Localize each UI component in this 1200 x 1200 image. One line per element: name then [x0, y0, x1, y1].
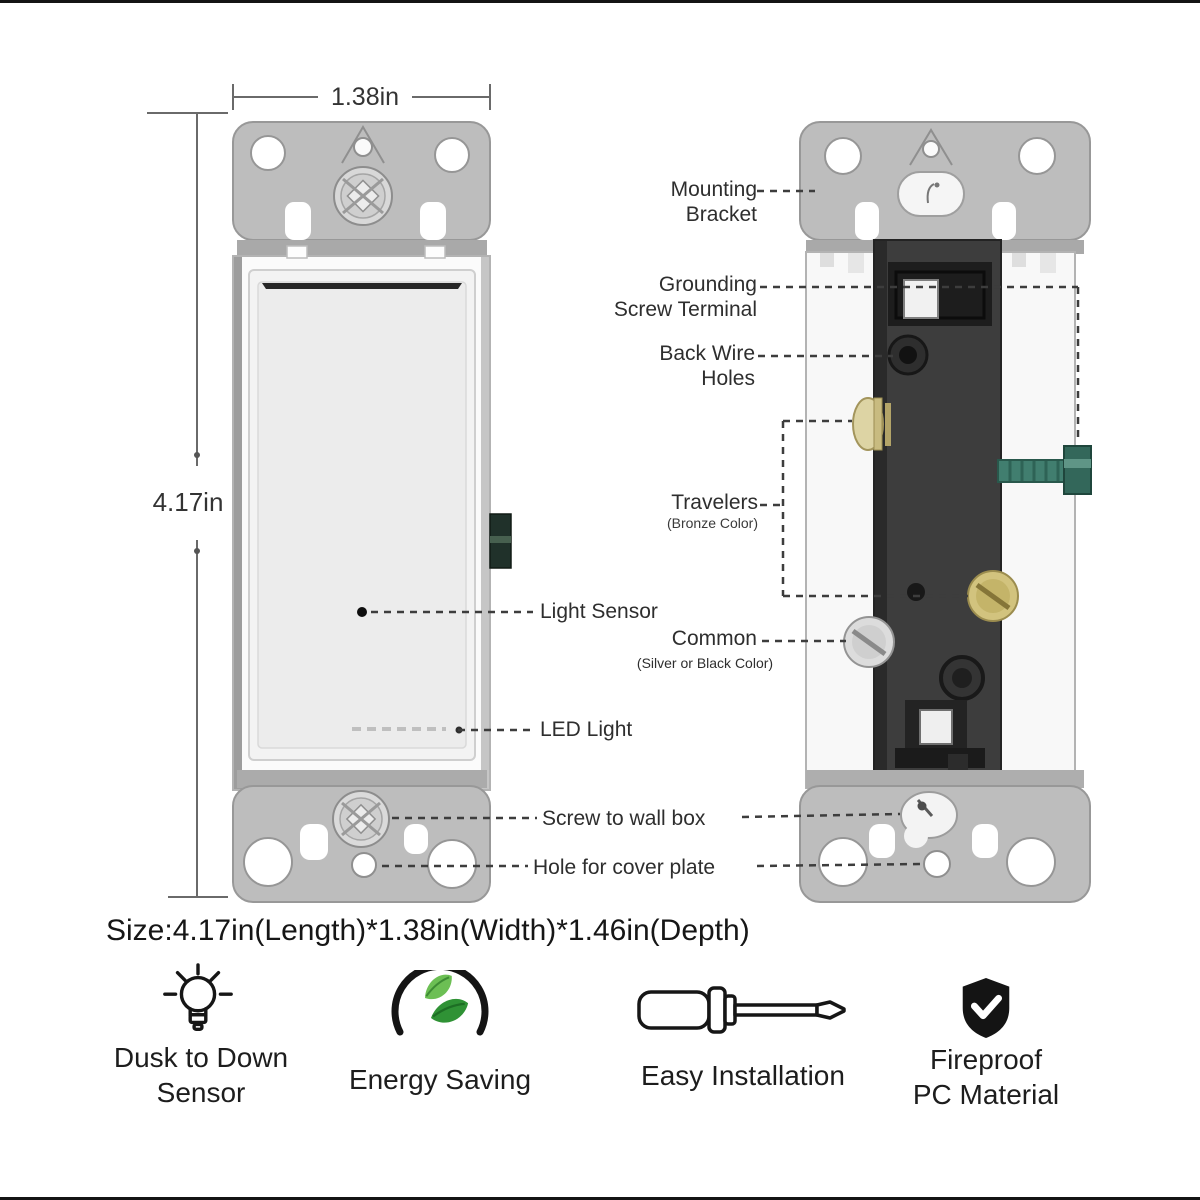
- screw-wall-box-line: [741, 812, 901, 819]
- mounting-screw: [333, 166, 393, 226]
- back-wire-hole: [887, 334, 929, 376]
- callout-mounting-bracket: Mounting Bracket: [670, 178, 757, 226]
- top-border: [0, 0, 1200, 3]
- bracket-slot: [897, 171, 965, 217]
- mount-hole: [250, 135, 286, 171]
- rocker-paddle: [257, 281, 467, 749]
- mount-hole: [1006, 837, 1056, 887]
- switch-mechanism-body: [873, 239, 1002, 789]
- callout-travelers: Travelers (Bronze Color): [666, 491, 758, 531]
- mount-hole: [434, 137, 470, 173]
- bulb-icon: [163, 963, 233, 1031]
- mount-hole: [1018, 137, 1056, 175]
- wall-box-screw: [332, 790, 390, 848]
- screwdriver-icon: [637, 986, 846, 1034]
- front-switch: [232, 121, 512, 903]
- mount-hole: [243, 837, 293, 887]
- height-dimension-line: [147, 112, 228, 898]
- traveler-screw-bottom: [967, 570, 1019, 622]
- cover-plate-hole: [923, 850, 951, 878]
- callout-led-light: LED Light: [540, 718, 633, 741]
- mount-hole: [427, 839, 477, 889]
- shield-check-icon: [962, 977, 1010, 1039]
- height-dimension-label: 4.17in: [146, 487, 230, 518]
- callout-back-wire-holes: Back Wire Holes: [659, 342, 755, 390]
- mount-hole: [824, 137, 862, 175]
- back-switch: [799, 121, 1092, 903]
- common-screw: [843, 616, 895, 668]
- callout-common: Common: [671, 627, 757, 650]
- grounding-terminal: [888, 262, 992, 326]
- ground-screw-green: [997, 445, 1092, 495]
- traveler-screw-top: [852, 397, 891, 451]
- callout-common-note: (Silver or Black Color): [636, 655, 774, 671]
- side-ground-tab: [489, 513, 512, 569]
- bottom-border: [0, 1197, 1200, 1200]
- callout-hole-for-cover-plate: Hole for cover plate: [533, 856, 716, 879]
- cover-plate-hole: [351, 852, 377, 878]
- light-sensor-dot: [357, 607, 367, 617]
- callout-light-sensor: Light Sensor: [540, 600, 658, 623]
- leaf-arc-icon: [391, 970, 489, 1036]
- wall-box-screw-slot: [900, 791, 958, 848]
- mount-hole: [818, 837, 868, 887]
- size-caption: Size:4.17in(Length)*1.38in(Width)*1.46in…: [106, 914, 750, 947]
- callout-lines: [371, 189, 1080, 868]
- width-dimension-label: 1.38in: [320, 83, 410, 112]
- hole-cover-plate-line: [756, 862, 921, 868]
- callout-grounding-screw-terminal: Grounding Screw Terminal: [613, 273, 757, 321]
- callout-screw-to-wall-box: Screw to wall box: [542, 807, 706, 830]
